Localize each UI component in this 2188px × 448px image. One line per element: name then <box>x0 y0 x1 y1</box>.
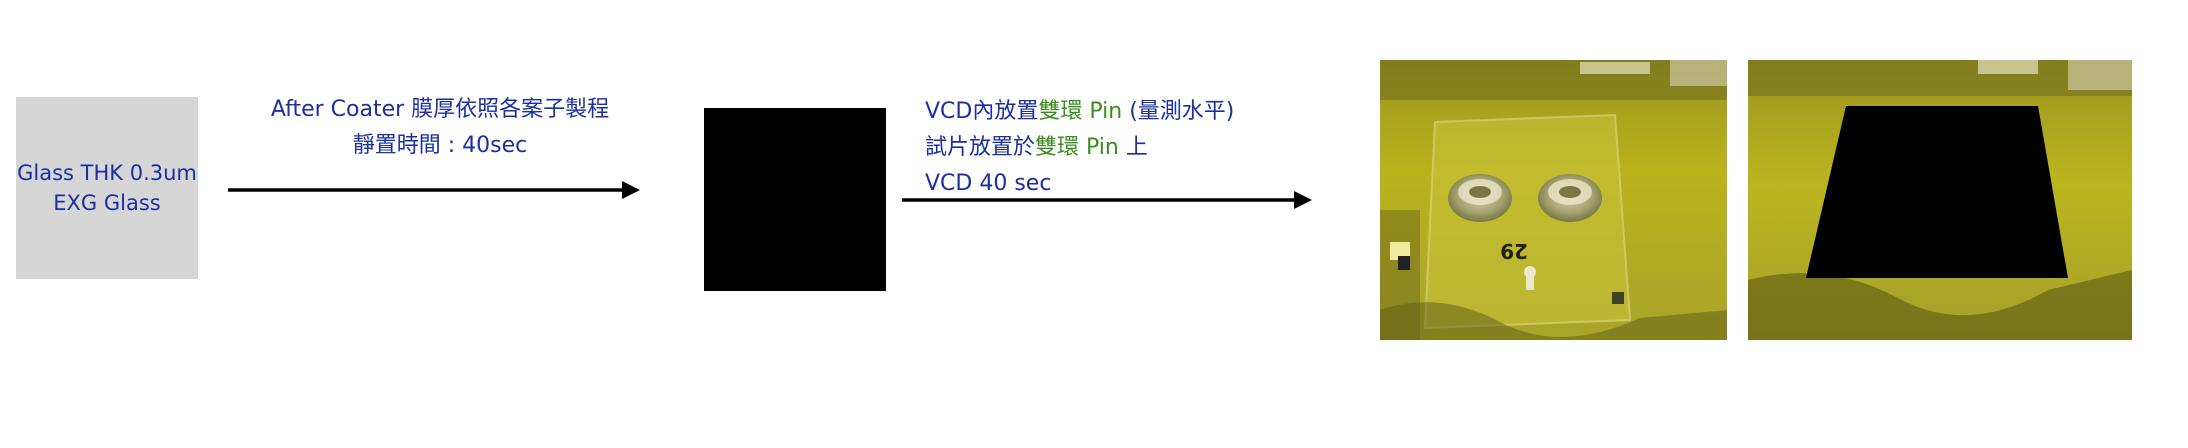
vcd-line-1-highlight: 雙環 Pin <box>1038 99 1123 124</box>
vcd-line-2: 試片放置於雙環 Pin 上 <box>925 130 1345 166</box>
coater-thickness-note: After Coater 膜厚依照各案子製程 <box>270 97 610 122</box>
vcd-pins-photo: 29 <box>1380 60 1727 340</box>
vcd-line-1: VCD內放置雙環 Pin (量測水平) <box>925 94 1345 130</box>
coated-sample-image <box>704 108 886 291</box>
vcd-line-1-suffix: (量測水平) <box>1122 99 1235 124</box>
vcd-step-text: VCD內放置雙環 Pin (量測水平) 試片放置於雙環 Pin 上 VCD 40… <box>925 94 1345 202</box>
vcd-time: VCD 40 sec <box>925 171 1052 196</box>
vcd-line-2-prefix: 試片放置於 <box>925 135 1036 160</box>
sample-number-label: 29 <box>1500 239 1528 263</box>
sample-on-pins-photo <box>1748 60 2132 340</box>
glass-sample-box: Glass THK 0.3um EXG Glass <box>16 97 198 279</box>
glass-thickness-label: Glass THK 0.3um <box>17 161 197 185</box>
coater-step-text: After Coater 膜厚依照各案子製程 靜置時間 : 40sec <box>230 92 650 164</box>
flow-arrow-1 <box>228 181 640 199</box>
vcd-line-1-prefix: VCD內放置 <box>925 99 1039 124</box>
vcd-line-2-suffix: 上 <box>1118 135 1148 160</box>
flow-arrow-2 <box>902 191 1312 209</box>
coater-rest-time: 靜置時間 : 40sec <box>352 133 528 158</box>
glass-type-label: EXG Glass <box>53 191 161 215</box>
vcd-line-2-highlight: 雙環 Pin <box>1035 135 1119 160</box>
